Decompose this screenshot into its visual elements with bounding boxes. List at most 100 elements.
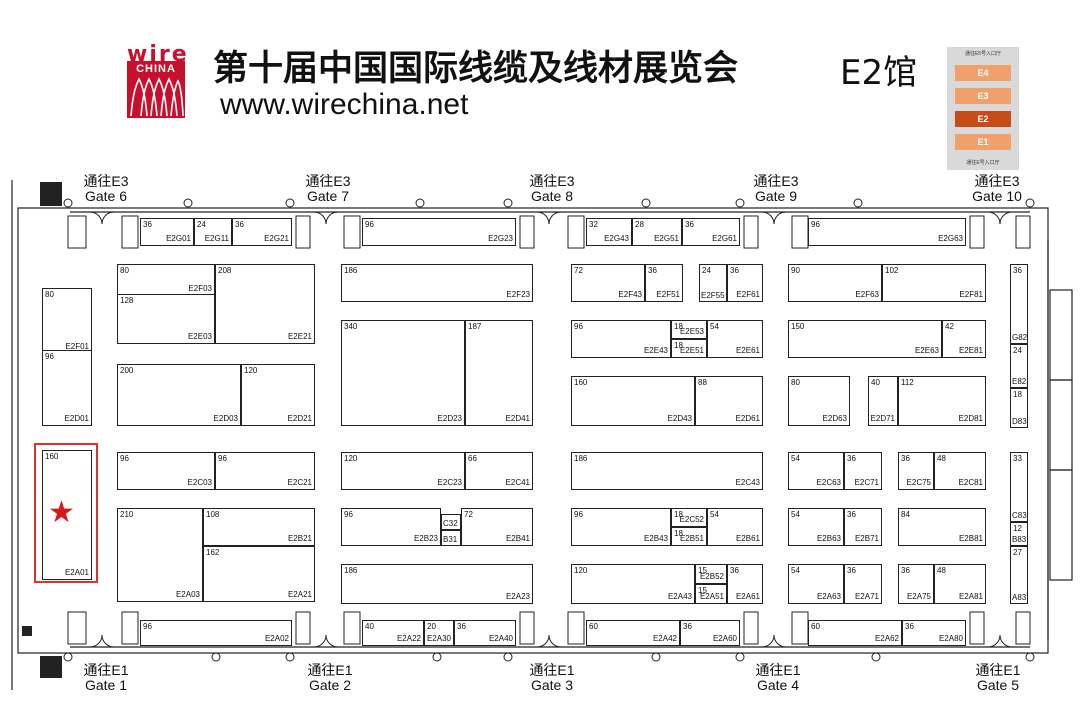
booth-e2g11 — [194, 218, 232, 246]
booth-e2f03 — [117, 264, 215, 296]
booth-id-label: E2C52 — [679, 515, 704, 524]
gate-1-direction: 通往E1 — [83, 662, 129, 678]
booth-id-label: E2E21 — [287, 332, 312, 341]
logo-wire-pattern-icon — [130, 77, 184, 117]
star-icon: ★ — [48, 496, 75, 529]
booth-size-label: 96 — [143, 622, 152, 631]
booth-id-label: E2D61 — [735, 414, 760, 423]
booth-size-label: 96 — [574, 322, 583, 331]
booth-e2d43 — [571, 376, 695, 426]
booth-size-label: 36 — [648, 266, 657, 275]
booth-id-label: E2C63 — [816, 478, 841, 487]
booth-e2a75 — [898, 564, 934, 604]
booth-size-label: 36 — [901, 454, 910, 463]
booth-id-label: D83 — [1012, 417, 1027, 426]
booth-size-label: 18 — [674, 510, 683, 519]
booth-e2c71 — [844, 452, 882, 490]
booth-id-label: E2F51 — [656, 290, 680, 299]
booth-size-label: 80 — [791, 378, 800, 387]
booth-e2f01 — [42, 288, 92, 354]
booth-size-label: 40 — [871, 378, 880, 387]
booth-size-label: 160 — [45, 452, 59, 461]
booth-size-label: 32 — [589, 220, 598, 229]
booth-id-label: E2A62 — [874, 634, 899, 643]
booth-id-label: B83 — [1012, 535, 1027, 544]
booth-e2d71 — [868, 376, 898, 426]
booth-id-label: A83 — [1012, 593, 1027, 602]
booth-id-label: E2D63 — [822, 414, 847, 423]
booth-e2c75 — [898, 452, 934, 490]
booth-size-label: 15 — [698, 566, 707, 575]
booth-e2c03 — [117, 452, 215, 490]
booth-id-label: E2E03 — [187, 332, 212, 341]
booth-id-label: E2B43 — [643, 534, 668, 543]
booth-e2b41 — [461, 508, 533, 546]
booth-e2c41 — [465, 452, 533, 490]
booth-id-label: E2A43 — [667, 592, 692, 601]
booth-e2a02 — [140, 620, 292, 646]
booth-id-label: C83 — [1012, 511, 1027, 520]
gate-2-name: Gate 2 — [308, 677, 352, 693]
booth-id-label: E2A30 — [426, 634, 451, 643]
booth-e2a80 — [902, 620, 966, 646]
booth-e2a23 — [341, 564, 533, 604]
booth-e2a63 — [788, 564, 844, 604]
booth-e2f81 — [882, 264, 986, 302]
gate-10-name: Gate 10 — [972, 188, 1022, 204]
booth-e2f61 — [727, 264, 763, 302]
booth-id-label: E2G43 — [604, 234, 629, 243]
gate-2-direction: 通往E1 — [307, 662, 353, 678]
booth-id-label: E2D23 — [437, 414, 462, 423]
booth-e2g23 — [362, 218, 516, 246]
booth-size-label: 12 — [1013, 524, 1022, 533]
booth-id-label: E2D21 — [287, 414, 312, 423]
booth-g82 — [1010, 264, 1028, 344]
website-url: www.wirechina.net — [220, 88, 469, 121]
booth-size-label: 48 — [937, 566, 946, 575]
gate-3-name: Gate 3 — [530, 677, 574, 693]
booth-e2b23 — [341, 508, 441, 546]
booth-size-label: 36 — [905, 622, 914, 631]
booth-e2f55 — [699, 264, 727, 302]
booth-id-label: E2A21 — [287, 590, 312, 599]
booth-id-label: E2A75 — [906, 592, 931, 601]
booth-size-label: 18 — [1013, 390, 1022, 399]
booth-e2e61 — [707, 320, 763, 358]
gate-3-direction: 通往E1 — [529, 662, 575, 678]
booth-e2g01 — [140, 218, 194, 246]
booth-c32 — [441, 514, 461, 530]
booth-e2c23 — [341, 452, 465, 490]
booth-size-label: 160 — [574, 378, 588, 387]
booth-size-label: 200 — [120, 366, 134, 375]
booth-size-label: 80 — [120, 266, 129, 275]
booth-e2a30 — [424, 620, 454, 646]
booth-e2a03 — [117, 508, 203, 602]
booth-id-label: E2B21 — [287, 534, 312, 543]
booth-id-label: E2B61 — [735, 534, 760, 543]
booth-id-label: E2B63 — [816, 534, 841, 543]
booth-size-label: 96 — [120, 454, 129, 463]
booth-id-label: E2E43 — [643, 346, 668, 355]
booth-size-label: 24 — [197, 220, 206, 229]
booth-id-label: E2F63 — [855, 290, 879, 299]
booth-size-label: 96 — [45, 352, 54, 361]
booth-size-label: 340 — [344, 322, 358, 331]
booth-id-label: E2F55 — [701, 291, 725, 300]
booth-size-label: 186 — [574, 454, 588, 463]
booth-size-label: 20 — [427, 622, 436, 631]
booth-size-label: 96 — [344, 510, 353, 519]
booth-id-label: E2A81 — [958, 592, 983, 601]
booth-size-label: 54 — [791, 566, 800, 575]
booth-size-label: 120 — [574, 566, 588, 575]
minimap-bottom-caption: 通往E号入口厅 — [966, 160, 1000, 166]
hall-label: E2馆 — [840, 53, 918, 93]
booth-e2b43 — [571, 508, 671, 546]
booth-id-label: E2B41 — [505, 534, 530, 543]
